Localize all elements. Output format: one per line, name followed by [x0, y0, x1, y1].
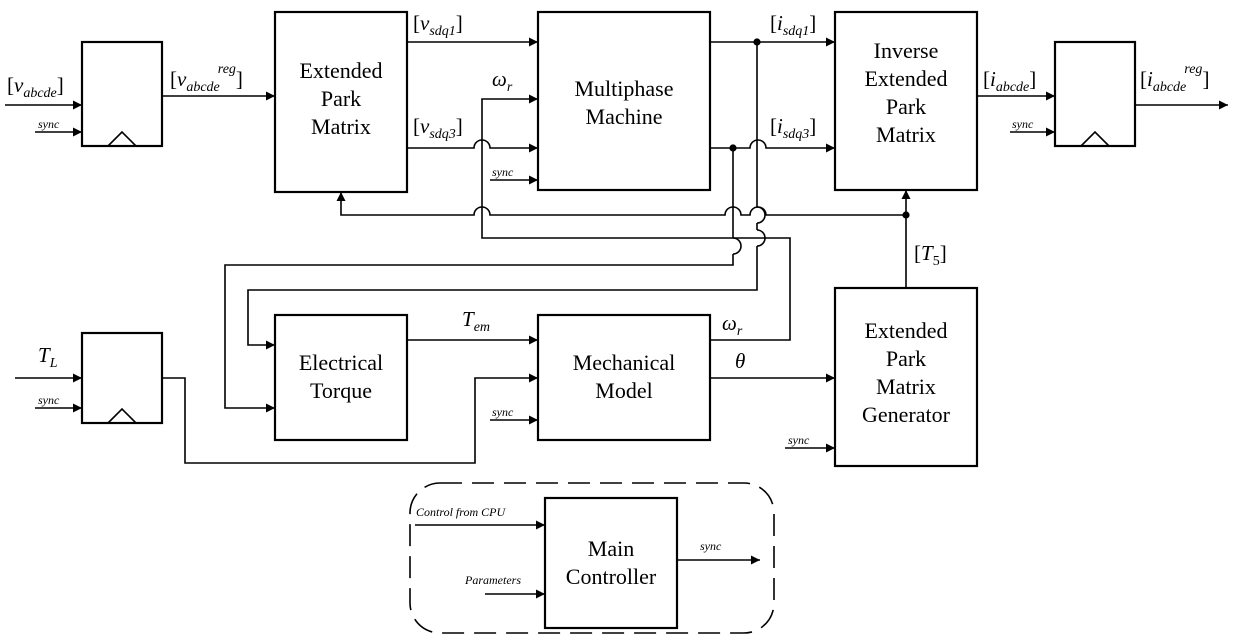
label-v-abcde: [vabcde]: [7, 73, 64, 101]
label-theta: θ: [735, 349, 745, 373]
register-input-v: [80, 40, 164, 148]
park-line-1: Extended: [299, 58, 382, 83]
mechanical-line-2: Model: [595, 378, 652, 403]
generator-line-3: Matrix: [876, 374, 936, 399]
park-line-3: Matrix: [311, 114, 371, 139]
generator-line-2: Park: [886, 346, 926, 371]
torque-line-1: Electrical: [299, 350, 383, 375]
label-v-sdq3: [vsdq3]: [413, 114, 463, 142]
junction-dot: [729, 144, 737, 152]
junction-dot: [753, 38, 761, 46]
register-load-torque: [80, 331, 164, 425]
machine-line-2: Machine: [586, 104, 663, 129]
park-matrix-generator-block: Extended Park Matrix Generator: [833, 286, 979, 468]
label-i-sdq1: [isdq1]: [770, 11, 816, 39]
label-sync: sync: [1012, 117, 1034, 131]
label-sync: sync: [38, 393, 60, 407]
label-v-abcde-reg: [vabcdereg]: [170, 62, 243, 95]
label-sync-output: sync: [700, 539, 722, 553]
inverse-line-4: Matrix: [876, 122, 936, 147]
main-controller-block: Main Controller: [543, 496, 679, 630]
controller-line-2: Controller: [566, 564, 657, 589]
mechanical-model-block: Mechanical Model: [536, 313, 712, 442]
torque-line-2: Torque: [310, 378, 372, 403]
generator-line-1: Extended: [864, 318, 947, 343]
label-control-from-cpu: Control from CPU: [416, 505, 506, 519]
label-i-sdq3: [isdq3]: [770, 114, 816, 142]
label-t5: [T5]: [914, 241, 947, 269]
multiphase-machine-block: Multiphase Machine: [536, 10, 712, 192]
label-omega-r-input: ωr: [492, 67, 513, 95]
label-i-abcde: [iabcde]: [983, 67, 1036, 95]
label-t-l: TL: [38, 343, 58, 371]
signal-wires: [5, 37, 1228, 599]
label-i-abcde-reg: [iabcdereg]: [1140, 62, 1209, 95]
controller-enclosure: [409, 482, 775, 634]
electrical-torque-block: Electrical Torque: [273, 313, 409, 442]
label-parameters: Parameters: [464, 573, 521, 587]
label-sync: sync: [38, 117, 60, 131]
label-omega-r-output: ωr: [722, 311, 743, 339]
label-v-sdq1: [vsdq1]: [413, 11, 463, 39]
inverse-line-2: Extended: [864, 66, 947, 91]
inverse-line-3: Park: [886, 94, 926, 119]
extended-park-matrix-block: Extended Park Matrix: [273, 10, 409, 194]
machine-line-1: Multiphase: [575, 76, 674, 101]
label-sync: sync: [492, 165, 514, 179]
label-t-em: Tem: [462, 307, 490, 335]
generator-line-4: Generator: [862, 402, 951, 427]
label-sync: sync: [788, 433, 810, 447]
label-sync: sync: [492, 405, 514, 419]
controller-line-1: Main: [588, 536, 634, 561]
park-line-2: Park: [321, 86, 361, 111]
mechanical-line-1: Mechanical: [573, 350, 676, 375]
inverse-line-1: Inverse: [874, 38, 939, 63]
register-output-i: [1053, 40, 1137, 148]
junction-dot: [902, 211, 910, 219]
inverse-extended-park-matrix-block: Inverse Extended Park Matrix: [833, 10, 979, 192]
